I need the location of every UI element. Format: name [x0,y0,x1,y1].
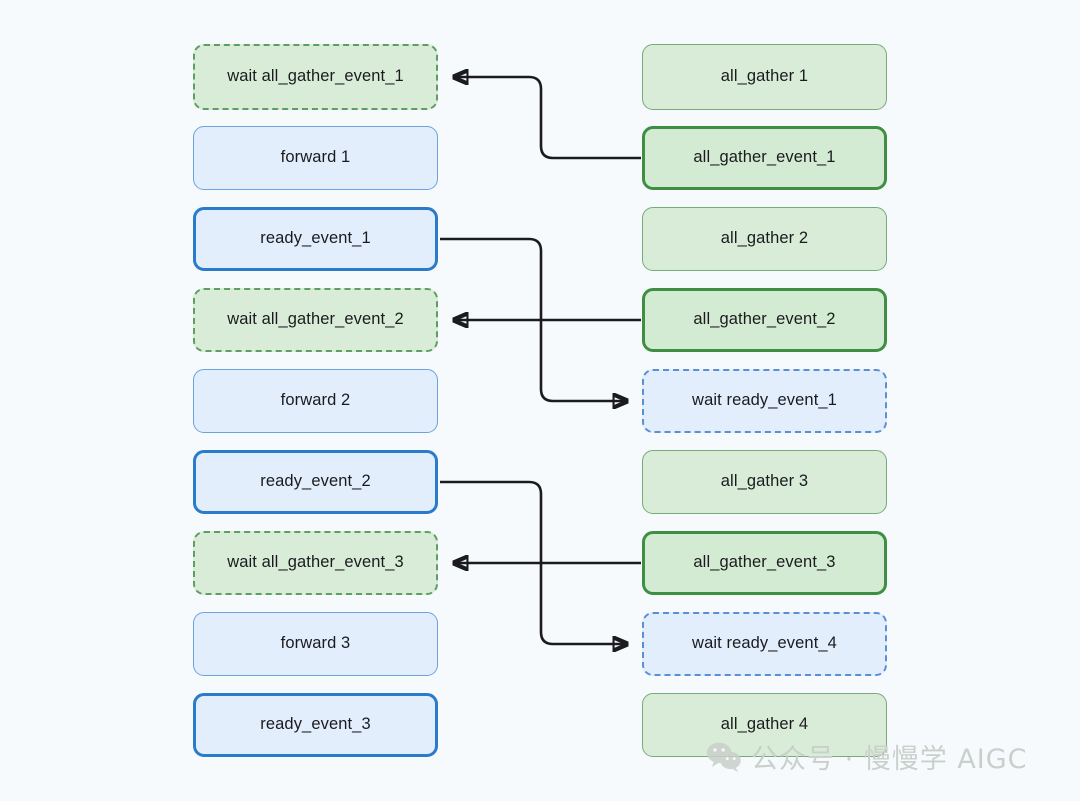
node-ready-event-1[interactable]: ready_event_1 [193,207,438,271]
node-wait-ready-event-4[interactable]: wait ready_event_4 [642,612,887,676]
node-wait-ready-event-1[interactable]: wait ready_event_1 [642,369,887,433]
watermark: 公众号 · 慢慢学 AIGC [706,737,1028,776]
node-wait-all-gather-event-3[interactable]: wait all_gather_event_3 [193,531,438,595]
edge-paths [440,77,641,644]
node-all-gather-1[interactable]: all_gather 1 [642,44,887,110]
node-all-gather-event-3[interactable]: all_gather_event_3 [642,531,887,595]
node-forward-3[interactable]: forward 3 [193,612,438,676]
node-all-gather-event-1[interactable]: all_gather_event_1 [642,126,887,190]
edge-agevent1-to-wait-agevent1 [454,77,641,160]
node-forward-1[interactable]: forward 1 [193,126,438,190]
node-wait-all-gather-event-2[interactable]: wait all_gather_event_2 [193,288,438,352]
edge-readyevent1-to-wait-readyevent1 [440,237,627,401]
node-all-gather-4[interactable]: all_gather 4 [642,693,887,757]
node-ready-event-2[interactable]: ready_event_2 [193,450,438,514]
node-all-gather-event-2[interactable]: all_gather_event_2 [642,288,887,352]
node-all-gather-2[interactable]: all_gather 2 [642,207,887,271]
node-ready-event-3[interactable]: ready_event_3 [193,693,438,757]
edge-readyevent2-to-wait-readyevent4 [440,480,627,644]
node-wait-all-gather-event-1[interactable]: wait all_gather_event_1 [193,44,438,110]
node-all-gather-3[interactable]: all_gather 3 [642,450,887,514]
wechat-icon [706,742,741,772]
watermark-text: 公众号 · 慢慢学 AIGC [751,744,1028,775]
node-forward-2[interactable]: forward 2 [193,369,438,433]
